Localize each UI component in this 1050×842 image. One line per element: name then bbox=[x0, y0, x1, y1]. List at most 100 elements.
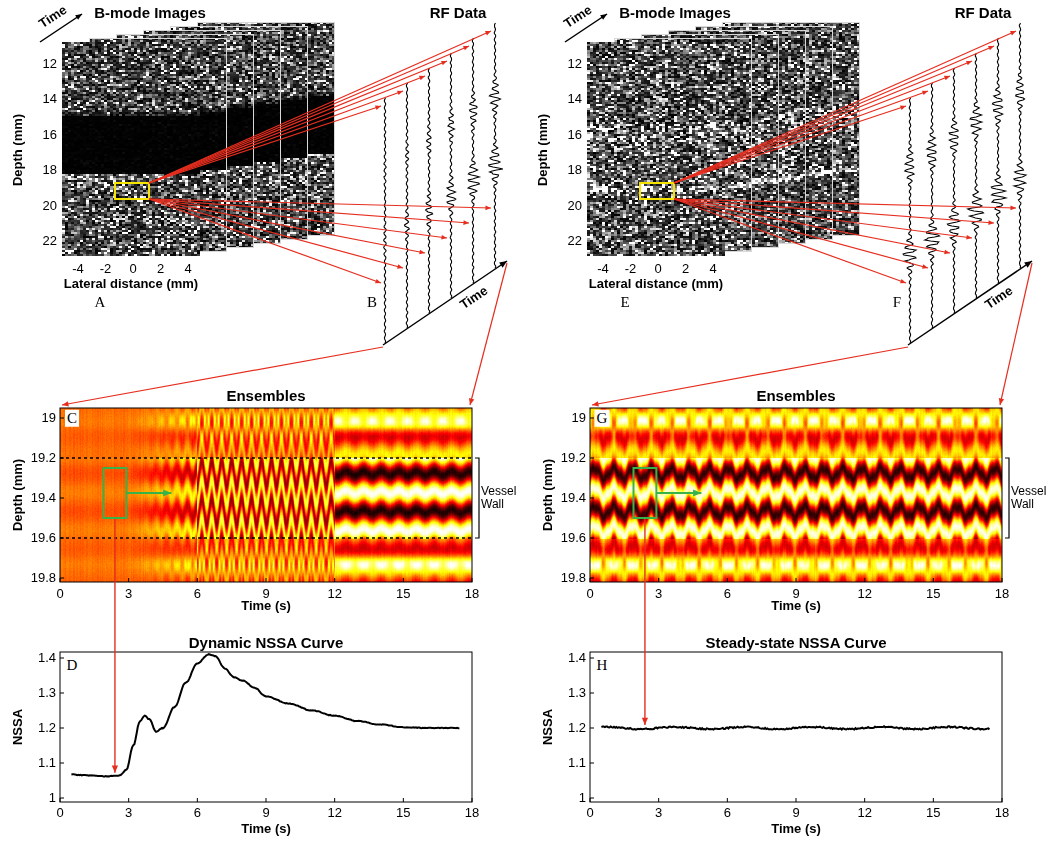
leader-arrow bbox=[149, 91, 403, 183]
tick-label: 12 bbox=[43, 57, 57, 71]
leader-arrow bbox=[674, 106, 906, 183]
axis-title: Time (s) bbox=[241, 822, 291, 836]
leader-arrow bbox=[592, 347, 908, 405]
tick-label: 0 bbox=[586, 587, 593, 601]
arrow-head bbox=[900, 279, 906, 283]
arrow-head bbox=[900, 106, 906, 110]
arrow-head bbox=[397, 91, 403, 95]
axis-title: Time (s) bbox=[771, 822, 821, 836]
tick-label: 12 bbox=[327, 806, 341, 820]
tick-label: 20 bbox=[568, 198, 582, 212]
tick-mark bbox=[472, 798, 473, 802]
plot-frame bbox=[60, 652, 472, 802]
arrow-head bbox=[966, 235, 972, 240]
rf-waveform bbox=[447, 53, 456, 298]
panel-title: Ensembles bbox=[226, 388, 305, 405]
tick-label: 2 bbox=[682, 262, 689, 276]
arrow-head bbox=[163, 489, 171, 496]
tick-mark bbox=[60, 418, 64, 419]
arrow-head bbox=[419, 76, 425, 80]
arrow-head bbox=[944, 76, 950, 80]
tick-mark bbox=[403, 578, 404, 582]
tick-label: 2 bbox=[157, 262, 164, 276]
arrow-head bbox=[600, 14, 607, 20]
axis-title: Depth (mm) bbox=[11, 114, 25, 186]
tick-label: 0 bbox=[654, 262, 661, 276]
tick-mark bbox=[60, 763, 64, 764]
leader-arrow bbox=[149, 46, 469, 183]
arrow-head bbox=[922, 91, 928, 95]
tick-label: 1.3 bbox=[568, 686, 586, 700]
tick-label: 12 bbox=[568, 57, 582, 71]
nssa-curve bbox=[601, 726, 989, 729]
leader-arrow bbox=[674, 76, 950, 183]
leader-arrow bbox=[149, 199, 425, 253]
tick-label: 6 bbox=[194, 587, 201, 601]
arrow-head bbox=[375, 106, 381, 110]
panel-title: B-mode Images bbox=[619, 5, 731, 22]
axis-title: NSSA bbox=[541, 709, 555, 745]
rf-waveform bbox=[991, 38, 1006, 283]
tick-label: 1.3 bbox=[38, 686, 56, 700]
tick-label: 16 bbox=[43, 128, 57, 142]
tick-mark bbox=[1002, 578, 1003, 582]
bracket bbox=[475, 458, 479, 538]
arrow-head bbox=[1010, 31, 1016, 35]
rf-waveform bbox=[903, 98, 916, 343]
bracket-label: Vessel Wall bbox=[1011, 485, 1046, 511]
tick-label: 15 bbox=[926, 806, 940, 820]
tick-mark bbox=[60, 658, 64, 659]
arrow-head bbox=[375, 279, 381, 283]
panel-letter: D bbox=[65, 657, 80, 674]
roi-box bbox=[115, 183, 149, 199]
tick-mark bbox=[933, 798, 934, 802]
leader-arrow bbox=[674, 61, 972, 183]
leader-arrow bbox=[674, 46, 994, 183]
tick-mark bbox=[590, 578, 594, 579]
tick-label: 12 bbox=[327, 587, 341, 601]
tick-mark bbox=[727, 798, 728, 802]
tick-label: 22 bbox=[43, 234, 57, 248]
plot-frame bbox=[590, 408, 1002, 582]
arrow-head bbox=[999, 398, 1004, 405]
tick-label: 6 bbox=[724, 806, 731, 820]
panel-letter: A bbox=[95, 294, 106, 311]
tick-label: 1 bbox=[49, 791, 56, 805]
arrow-head bbox=[463, 220, 469, 225]
arrow-head bbox=[988, 220, 994, 225]
panel-title: Dynamic NSSA Curve bbox=[189, 635, 344, 652]
tick-label: 4 bbox=[709, 262, 716, 276]
panel-letter: H bbox=[595, 657, 610, 674]
dotted-line bbox=[60, 537, 472, 538]
arrow-head bbox=[469, 398, 474, 405]
tick-label: 3 bbox=[125, 806, 132, 820]
arrow-head bbox=[419, 250, 425, 255]
arrow-head bbox=[944, 250, 950, 255]
tick-mark bbox=[334, 798, 335, 802]
tick-mark bbox=[590, 658, 594, 659]
tick-mark bbox=[60, 728, 64, 729]
leader-arrow bbox=[149, 61, 447, 183]
ensemble-image bbox=[60, 408, 472, 582]
arrow-head bbox=[112, 765, 118, 772]
panel-title: Ensembles bbox=[756, 388, 835, 405]
panel-title: B-mode Images bbox=[94, 5, 206, 22]
tick-label: 1.1 bbox=[568, 756, 586, 770]
leader-arrow bbox=[149, 76, 425, 183]
tick-label: 19.6 bbox=[31, 531, 56, 545]
tick-label: 19.8 bbox=[561, 571, 586, 585]
tick-mark bbox=[128, 578, 129, 582]
leader-arrow bbox=[674, 199, 928, 268]
tick-label: 0 bbox=[129, 262, 136, 276]
leader-arrow bbox=[149, 199, 381, 283]
tick-mark bbox=[590, 763, 594, 764]
tick-label: 22 bbox=[568, 234, 582, 248]
arrow-head bbox=[966, 61, 972, 65]
tick-label: -2 bbox=[100, 262, 112, 276]
axis-title: Depth (mm) bbox=[541, 459, 555, 531]
axis-title: Lateral distance (mm) bbox=[64, 277, 198, 291]
tick-label: 19.6 bbox=[561, 531, 586, 545]
arrow-head bbox=[441, 61, 447, 65]
rf-waveform bbox=[384, 98, 387, 343]
tick-label: 19.2 bbox=[561, 451, 586, 465]
